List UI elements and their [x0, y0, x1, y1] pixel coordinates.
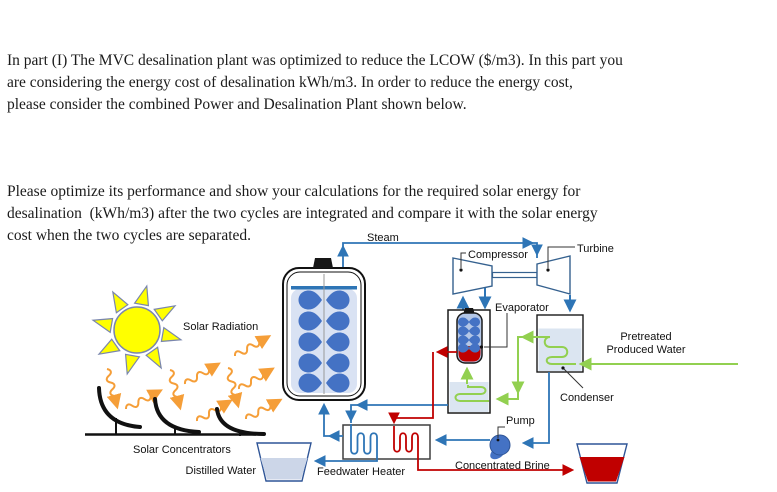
steam-label: Steam — [367, 232, 399, 244]
evaporator-label: Evaporator — [495, 302, 549, 314]
turbine — [536, 255, 571, 295]
condenser — [536, 314, 584, 373]
brine-coil — [393, 426, 575, 476]
preheated-water-line — [495, 330, 541, 406]
feedwater-heater-label: Feedwater Heater — [317, 466, 405, 478]
tank-cap — [313, 258, 333, 268]
brine-container — [576, 443, 628, 484]
sump-heating-coil — [454, 385, 489, 402]
pretreated-label-line1: Pretreated — [620, 331, 671, 343]
compressor-label: Compressor — [468, 249, 528, 261]
paragraph-1: In part (I) The MVC desalination plant w… — [7, 52, 623, 113]
solar-concentrators — [85, 386, 266, 436]
condenser-to-pump-line — [521, 372, 550, 449]
shaft — [491, 271, 538, 279]
solar-radiation-label: Solar Radiation — [183, 321, 258, 333]
concentrated-brine-label: Concentrated Brine — [455, 460, 550, 472]
distilled-water-container — [256, 442, 312, 482]
vessel-cap — [463, 308, 475, 313]
pump-leader — [496, 426, 505, 442]
pump-label: Pump — [506, 415, 535, 427]
distilled-water-label: Distilled Water — [186, 465, 257, 477]
brine-line — [388, 346, 575, 476]
feedwater-heater — [342, 424, 431, 460]
feedwater-return-line — [318, 402, 343, 442]
solar-boiler-tank — [282, 258, 366, 401]
condenser-label: Condenser — [560, 392, 614, 404]
sun-icon — [90, 283, 184, 377]
evaporator-leader — [479, 313, 508, 349]
condensate-lines — [434, 372, 550, 449]
condenser-coil — [541, 336, 576, 365]
distillate-coil — [313, 424, 378, 467]
pretreated-label-line2: Produced Water — [606, 344, 685, 356]
solar-concentrators-label: Solar Concentrators — [133, 444, 231, 456]
condenser-leader — [561, 366, 584, 389]
steam-line — [337, 237, 543, 267]
problem-statement: In part (I) The MVC desalination plant w… — [7, 6, 777, 290]
compressor — [452, 257, 493, 295]
pump — [489, 434, 511, 460]
turbine-label: Turbine — [577, 243, 614, 255]
paragraph-2: Please optimize its performance and show… — [7, 183, 598, 244]
compressor-leader — [459, 252, 466, 272]
evaporator — [447, 308, 491, 414]
distillate-line — [313, 399, 448, 467]
turbine-leader — [546, 246, 575, 272]
